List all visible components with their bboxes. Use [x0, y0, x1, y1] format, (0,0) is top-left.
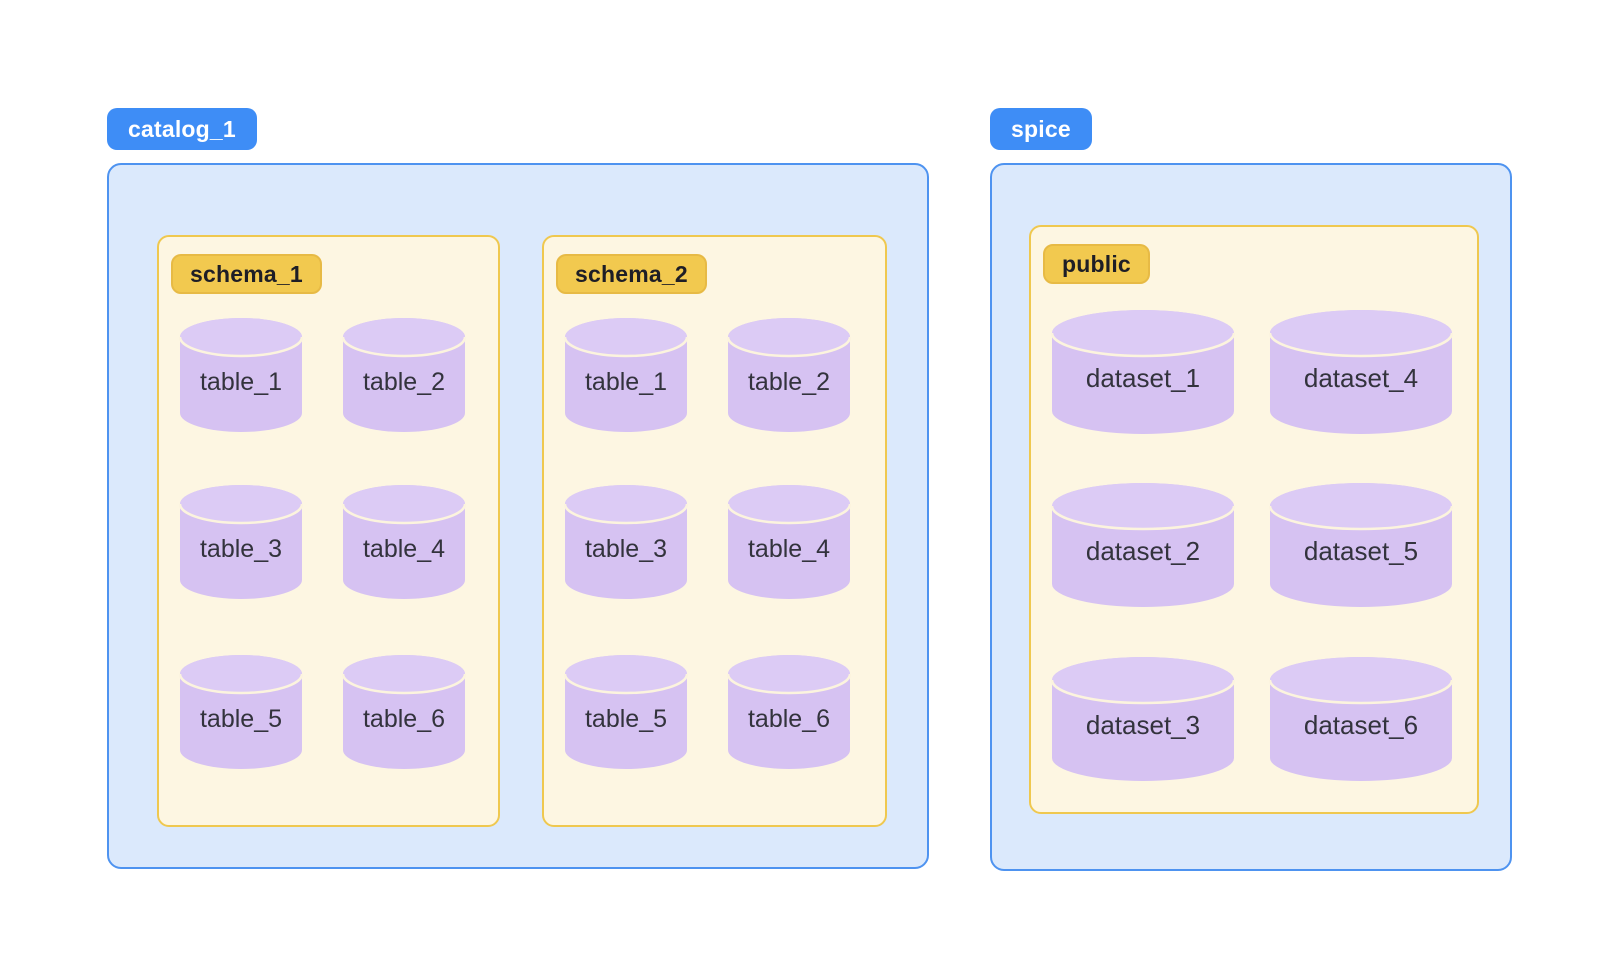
table-name: table_3: [584, 534, 668, 563]
dataset-name: dataset_1: [1085, 362, 1201, 393]
table-name: table_1: [199, 367, 283, 396]
table-cylinder: table_6: [727, 654, 851, 770]
table-cylinder: table_4: [727, 484, 851, 600]
dataset-cylinder: dataset_1: [1051, 309, 1235, 435]
table-cylinder: table_3: [564, 484, 688, 600]
table-cylinder: table_2: [342, 317, 466, 433]
table-name: table_4: [747, 534, 831, 563]
table-name: table_6: [362, 704, 446, 733]
schema-1-label-pill: schema_1: [171, 254, 322, 294]
table-name: table_3: [199, 534, 283, 563]
dataset-name: dataset_5: [1303, 535, 1419, 566]
table-name: table_1: [584, 367, 668, 396]
table-cylinder: table_2: [727, 317, 851, 433]
schema-2-label-pill: schema_2: [556, 254, 707, 294]
dataset-cylinder: dataset_4: [1269, 309, 1453, 435]
table-name: table_2: [747, 367, 831, 396]
table-name: table_6: [747, 704, 831, 733]
table-cylinder: table_3: [179, 484, 303, 600]
dataset-name: dataset_2: [1085, 535, 1201, 566]
table-cylinder: table_1: [564, 317, 688, 433]
table-name: table_5: [584, 704, 668, 733]
spice-catalog-label-pill: spice: [990, 108, 1092, 150]
dataset-cylinder: dataset_5: [1269, 482, 1453, 608]
table-cylinder: table_6: [342, 654, 466, 770]
public-schema-label-pill: public: [1043, 244, 1150, 284]
table-name: table_2: [362, 367, 446, 396]
dataset-name: dataset_4: [1303, 362, 1419, 393]
table-name: table_4: [362, 534, 446, 563]
dataset-name: dataset_6: [1303, 709, 1419, 740]
table-cylinder: table_1: [179, 317, 303, 433]
table-cylinder: table_5: [179, 654, 303, 770]
catalog-1-label-pill: catalog_1: [107, 108, 257, 150]
public-schema-box: public dataset_1 dataset_4 dataset_2 dat…: [1029, 225, 1479, 814]
spice-catalog-container: public dataset_1 dataset_4 dataset_2 dat…: [990, 163, 1512, 871]
catalog-1-container: schema_1 table_1 table_2 table_3 table_4…: [107, 163, 929, 869]
table-name: table_5: [199, 704, 283, 733]
table-cylinder: table_4: [342, 484, 466, 600]
dataset-name: dataset_3: [1085, 709, 1201, 740]
dataset-cylinder: dataset_2: [1051, 482, 1235, 608]
dataset-cylinder: dataset_3: [1051, 656, 1235, 782]
schema-2-box: schema_2 table_1 table_2 table_3 table_4…: [542, 235, 887, 827]
schema-1-box: schema_1 table_1 table_2 table_3 table_4…: [157, 235, 500, 827]
table-cylinder: table_5: [564, 654, 688, 770]
dataset-cylinder: dataset_6: [1269, 656, 1453, 782]
